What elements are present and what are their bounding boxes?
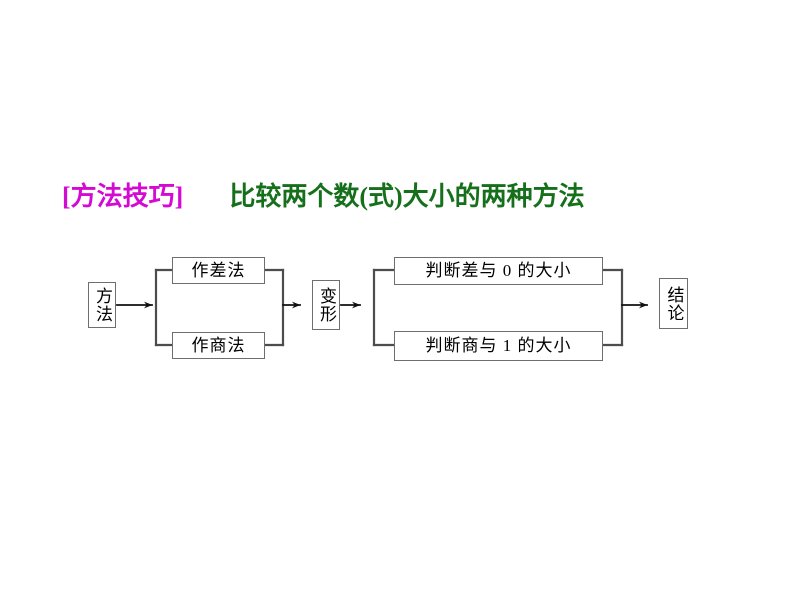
flow-node-judge-quotient-one: 判断商与 1 的大小 bbox=[394, 331, 603, 361]
page-title-tag: [方法技巧] bbox=[62, 182, 184, 211]
flow-node-zuoshang-label: 作商法 bbox=[191, 335, 246, 355]
flow-node-fangfa: 方法 bbox=[88, 282, 116, 328]
flow-node-fangfa-label: 方法 bbox=[93, 287, 112, 323]
flow-node-jielun: 结论 bbox=[659, 278, 688, 329]
flow-node-bianxing-label: 变形 bbox=[317, 287, 336, 323]
flow-node-zuocha-label: 作差法 bbox=[191, 260, 246, 280]
flow-node-judge-difference-zero: 判断差与 0 的大小 bbox=[394, 257, 603, 285]
flow-node-zuoshang: 作商法 bbox=[172, 332, 265, 359]
flow-node-bianxing: 变形 bbox=[312, 280, 340, 330]
page-title-subject: 比较两个数(式)大小的两种方法 bbox=[229, 182, 585, 211]
flow-node-judge-difference-zero-label: 判断差与 0 的大小 bbox=[425, 261, 572, 280]
flow-node-judge-quotient-one-label: 判断商与 1 的大小 bbox=[425, 336, 572, 355]
flow-node-zuocha: 作差法 bbox=[172, 257, 265, 284]
flow-node-jielun-label: 结论 bbox=[664, 285, 684, 322]
page-title: [方法技巧] 比较两个数(式)大小的两种方法 bbox=[62, 182, 585, 212]
